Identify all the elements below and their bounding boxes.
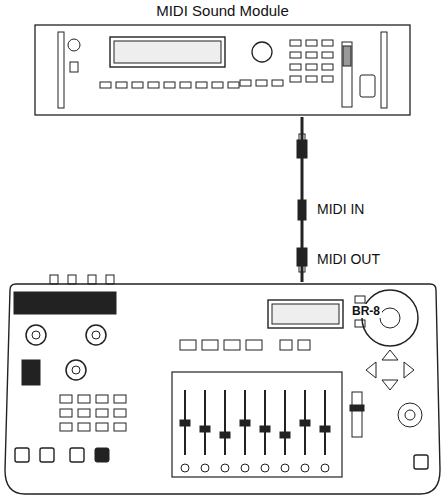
- button: [298, 340, 310, 350]
- track-button: [241, 464, 249, 472]
- button: [306, 76, 317, 82]
- button: [114, 395, 126, 403]
- button: [240, 80, 251, 86]
- button: [60, 409, 72, 417]
- port-label: MIDI OUT: [317, 251, 380, 267]
- track-button: [301, 464, 309, 472]
- fader-slot: [264, 390, 266, 455]
- fader-knob: [280, 432, 290, 438]
- button: [96, 423, 108, 431]
- button: [180, 82, 191, 88]
- fader-slot: [224, 390, 226, 455]
- button: [78, 409, 90, 417]
- module-buttons: [100, 40, 333, 88]
- button: [322, 52, 333, 58]
- device-logo: BR-8: [350, 304, 382, 318]
- button: [246, 340, 262, 350]
- midi-cable: [301, 117, 304, 282]
- track-button: [281, 464, 289, 472]
- track-button: [201, 464, 209, 472]
- device-title: MIDI Sound Module: [156, 2, 289, 19]
- button: [96, 395, 108, 403]
- button: [322, 40, 333, 46]
- recorder-unit: BR-8: [5, 282, 442, 494]
- fader-knob: [180, 420, 190, 426]
- track-button: [261, 464, 269, 472]
- button: [290, 52, 301, 58]
- fader-knob: [200, 426, 210, 432]
- button: [212, 82, 223, 88]
- button: [322, 64, 333, 70]
- button: [355, 320, 365, 327]
- track-button: [221, 464, 229, 472]
- port-label: MIDI IN: [317, 201, 364, 217]
- button: [180, 340, 196, 350]
- button: [355, 296, 365, 303]
- button: [306, 64, 317, 70]
- button: [114, 409, 126, 417]
- button: [306, 52, 317, 58]
- button: [196, 82, 207, 88]
- button: [280, 340, 292, 350]
- button: [272, 80, 283, 86]
- button: [78, 423, 90, 431]
- button: [78, 395, 90, 403]
- track-faders: [180, 390, 330, 472]
- fader-slot: [204, 390, 206, 455]
- button: [60, 423, 72, 431]
- button: [256, 80, 267, 86]
- fader-slot: [284, 390, 286, 455]
- fader-knob: [300, 420, 310, 426]
- button: [60, 395, 72, 403]
- fader-knob: [320, 426, 330, 432]
- button: [114, 423, 126, 431]
- panel-buttons: [60, 296, 365, 431]
- fader-knob: [220, 432, 230, 438]
- fader-knob: [240, 420, 250, 426]
- sound-module: [35, 25, 410, 115]
- button: [148, 82, 159, 88]
- track-button: [181, 464, 189, 472]
- button: [290, 64, 301, 70]
- button: [164, 82, 175, 88]
- button: [132, 82, 143, 88]
- button: [322, 76, 333, 82]
- button: [96, 409, 108, 417]
- sound-module: MIDI Sound Module: [35, 0, 410, 117]
- button: [116, 82, 127, 88]
- button: [290, 40, 301, 46]
- button: [202, 340, 218, 350]
- br8-recorder: [5, 275, 440, 494]
- fader-slot: [324, 390, 326, 455]
- button: [306, 40, 317, 46]
- fader-knob: [260, 426, 270, 432]
- button: [290, 76, 301, 82]
- track-button: [321, 464, 329, 472]
- button: [224, 340, 240, 350]
- button: [228, 82, 239, 88]
- button: [100, 82, 111, 88]
